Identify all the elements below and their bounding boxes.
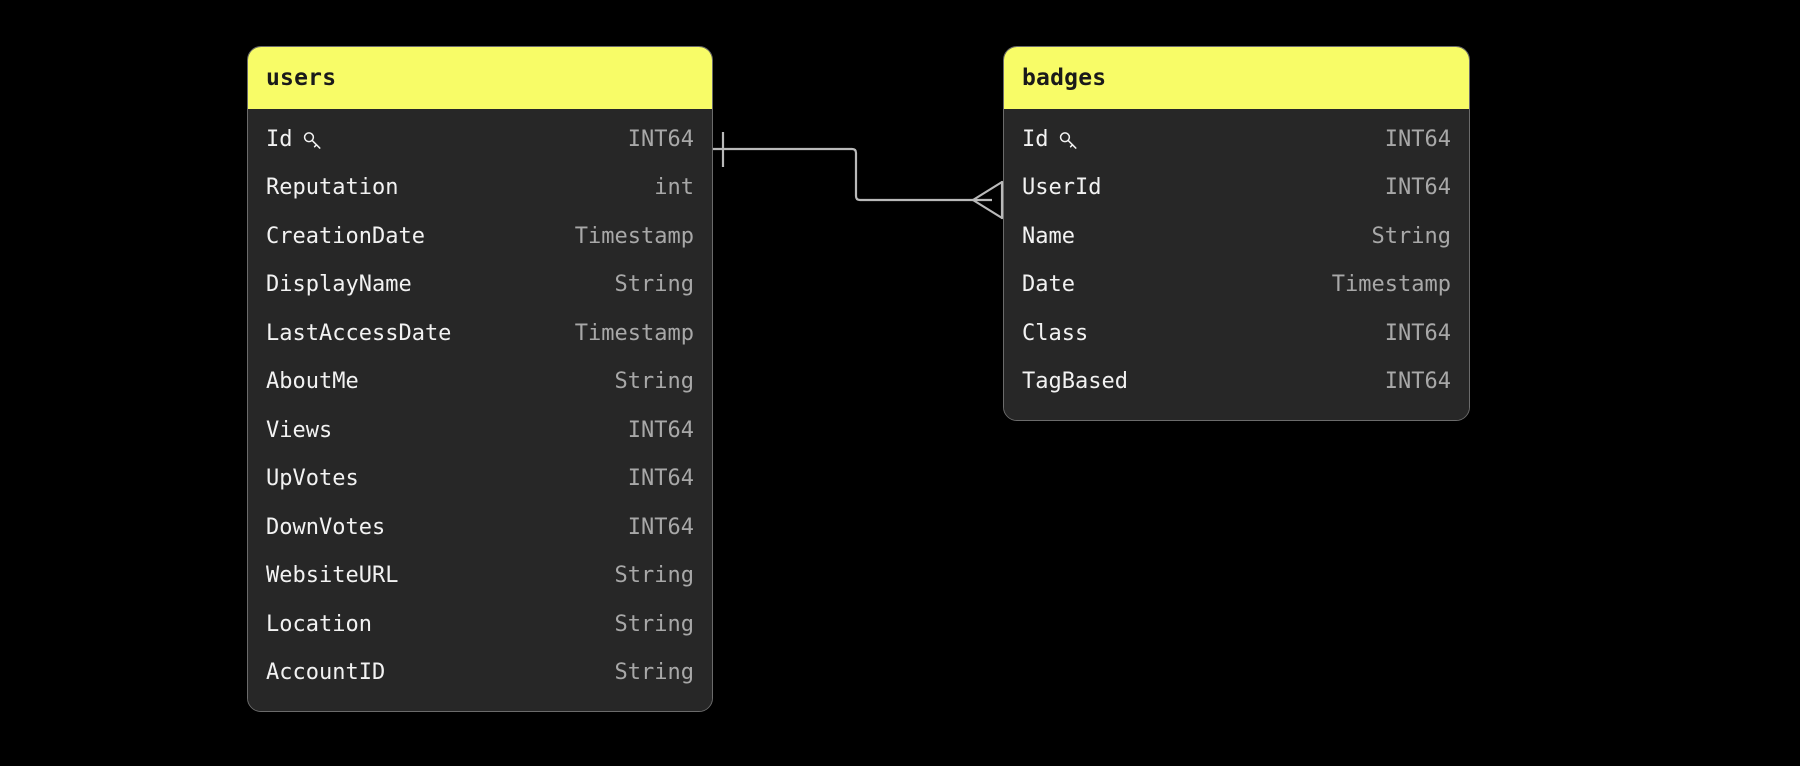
field-type-views: INT64 [627, 417, 694, 443]
field-type-websiteurl: String [614, 563, 694, 589]
field-label-creationdate: CreationDate [266, 223, 425, 249]
field-name-badges-id: Id [1022, 127, 1079, 152]
field-row-creationdate[interactable]: CreationDate Timestamp [248, 212, 712, 261]
field-type-badges-date: Timestamp [1331, 272, 1451, 298]
field-type-id: INT64 [627, 126, 694, 152]
field-row-badges-tagbased[interactable]: TagBased INT64 [1004, 358, 1469, 407]
field-name-websiteurl: WebsiteURL [266, 563, 398, 588]
field-label-lastaccessdate: LastAccessDate [266, 320, 452, 346]
entity-fields-badges: Id INT64 UserId INT64 [1004, 109, 1469, 420]
field-name-id: Id [266, 127, 323, 152]
field-name-reputation: Reputation [266, 175, 398, 200]
field-name-creationdate: CreationDate [266, 224, 425, 249]
field-type-creationdate: Timestamp [574, 223, 694, 249]
field-row-upvotes[interactable]: UpVotes INT64 [248, 455, 712, 504]
cardinality-many-crowsfoot [971, 180, 1004, 220]
field-name-aboutme: AboutMe [266, 369, 359, 394]
field-row-badges-userid[interactable]: UserId INT64 [1004, 164, 1469, 213]
field-row-websiteurl[interactable]: WebsiteURL String [248, 552, 712, 601]
field-label-badges-tagbased: TagBased [1022, 369, 1128, 395]
field-type-displayname: String [614, 272, 694, 298]
entity-table-badges[interactable]: badges Id INT64 Use [1003, 46, 1470, 421]
field-row-badges-id[interactable]: Id INT64 [1004, 115, 1469, 164]
field-label-websiteurl: WebsiteURL [266, 563, 399, 589]
field-label-location: Location [266, 611, 372, 637]
field-label-downvotes: DownVotes [266, 514, 386, 540]
field-label-id: Id [266, 126, 293, 152]
field-label-badges-name: Name [1022, 223, 1075, 249]
field-type-lastaccessdate: Timestamp [574, 320, 694, 346]
field-label-badges-id: Id [1022, 126, 1049, 152]
field-type-upvotes: INT64 [627, 466, 694, 492]
entity-fields-users: Id INT64 Reputation int [248, 109, 712, 711]
field-name-lastaccessdate: LastAccessDate [266, 321, 451, 346]
field-row-downvotes[interactable]: DownVotes INT64 [248, 503, 712, 552]
field-label-accountid: AccountID [266, 660, 386, 686]
field-row-accountid[interactable]: AccountID String [248, 649, 712, 698]
field-type-aboutme: String [614, 369, 694, 395]
field-label-upvotes: UpVotes [266, 466, 359, 492]
field-label-displayname: DisplayName [266, 272, 412, 298]
field-row-displayname[interactable]: DisplayName String [248, 261, 712, 310]
field-row-id[interactable]: Id INT64 [248, 115, 712, 164]
field-name-displayname: DisplayName [266, 272, 412, 297]
field-label-badges-userid: UserId [1022, 175, 1102, 201]
field-label-badges-class: Class [1022, 320, 1089, 346]
field-label-badges-date: Date [1022, 272, 1075, 298]
field-type-badges-name: String [1371, 223, 1451, 249]
field-type-badges-id: INT64 [1384, 126, 1451, 152]
entity-title-users: users [266, 65, 337, 91]
field-type-badges-userid: INT64 [1384, 175, 1451, 201]
entity-header-badges[interactable]: badges [1004, 47, 1469, 109]
key-icon [1058, 130, 1079, 151]
entity-table-users[interactable]: users Id INT64 Repu [247, 46, 713, 712]
field-name-location: Location [266, 612, 372, 637]
field-name-upvotes: UpVotes [266, 466, 359, 491]
field-type-badges-class: INT64 [1384, 320, 1451, 346]
field-label-aboutme: AboutMe [266, 369, 359, 395]
field-type-badges-tagbased: INT64 [1384, 369, 1451, 395]
field-name-badges-class: Class [1022, 321, 1088, 346]
field-name-accountid: AccountID [266, 660, 385, 685]
field-name-badges-userid: UserId [1022, 175, 1101, 200]
entity-header-users[interactable]: users [248, 47, 712, 109]
field-row-reputation[interactable]: Reputation int [248, 164, 712, 213]
entity-title-badges: badges [1022, 65, 1107, 91]
field-row-aboutme[interactable]: AboutMe String [248, 358, 712, 407]
field-type-downvotes: INT64 [627, 514, 694, 540]
field-row-badges-name[interactable]: Name String [1004, 212, 1469, 261]
field-type-reputation: int [654, 175, 694, 201]
field-name-badges-name: Name [1022, 224, 1075, 249]
key-icon [302, 130, 323, 151]
field-name-downvotes: DownVotes [266, 515, 385, 540]
field-type-accountid: String [614, 660, 694, 686]
field-row-badges-class[interactable]: Class INT64 [1004, 309, 1469, 358]
field-label-views: Views [266, 417, 333, 443]
field-row-views[interactable]: Views INT64 [248, 406, 712, 455]
field-row-lastaccessdate[interactable]: LastAccessDate Timestamp [248, 309, 712, 358]
field-name-badges-tagbased: TagBased [1022, 369, 1128, 394]
field-name-views: Views [266, 418, 332, 443]
field-row-badges-date[interactable]: Date Timestamp [1004, 261, 1469, 310]
field-name-badges-date: Date [1022, 272, 1075, 297]
field-row-location[interactable]: Location String [248, 600, 712, 649]
field-type-location: String [614, 611, 694, 637]
field-label-reputation: Reputation [266, 175, 399, 201]
